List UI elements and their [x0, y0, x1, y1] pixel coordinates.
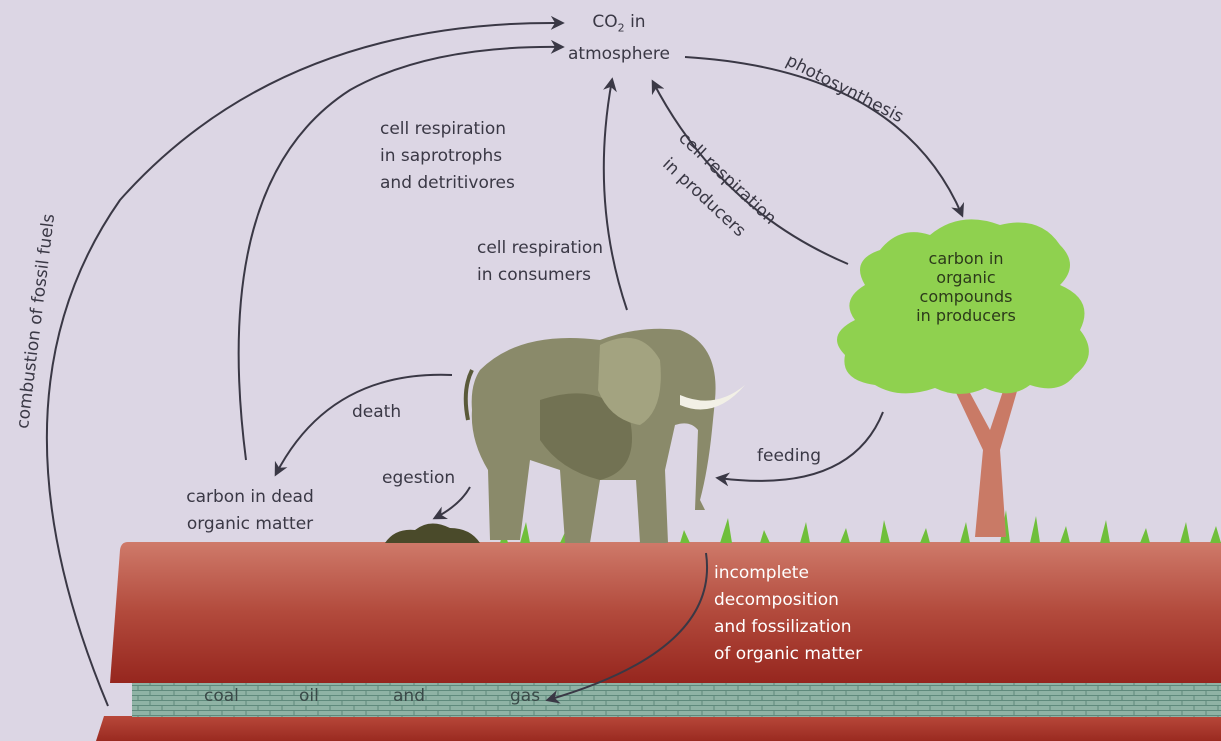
elephant-tail — [463, 369, 474, 421]
oil-label: oil — [299, 686, 319, 706]
egestion-arrow — [432, 486, 471, 520]
producers-line2: organic — [936, 268, 996, 287]
producers-line4: in producers — [916, 306, 1016, 325]
producer-respiration-arrow — [651, 79, 849, 265]
photosynthesis-arrow — [684, 56, 965, 218]
elephant-illustration — [463, 328, 745, 543]
feeding-arrow — [715, 411, 884, 487]
fossilization-line3: and fossilization — [714, 617, 852, 637]
consumer-respiration-line1: cell respiration — [477, 238, 604, 258]
producers-line3: compounds — [919, 287, 1013, 306]
tree-trunk — [950, 370, 1022, 537]
elephant-tusk — [680, 385, 745, 410]
producers-carbon-label: carbon in organic compounds in producers — [896, 249, 1036, 325]
saprotroph-respiration-line3: and detritivores — [380, 173, 515, 193]
co2-subscript: 2 — [617, 21, 625, 35]
fossilization-line4: of organic matter — [714, 644, 863, 664]
saprotroph-respiration-line1: cell respiration — [380, 119, 507, 139]
soil-layer — [110, 542, 1221, 683]
grass — [500, 510, 1221, 543]
tree-foliage — [837, 219, 1089, 394]
fossilization-line2: decomposition — [714, 590, 839, 610]
fossilization-arrow — [545, 552, 709, 704]
saprotroph-respiration-line2: in saprotrophs — [380, 146, 503, 166]
fossil-fuel-layer — [132, 683, 1221, 717]
atmosphere-word: atmosphere — [568, 44, 670, 65]
and-label: and — [393, 686, 425, 706]
cycle-arrows — [45, 15, 965, 707]
producers-line1: carbon in — [928, 249, 1004, 268]
bottom-soil-layer — [96, 716, 1221, 741]
co2-suffix: in — [624, 12, 646, 32]
dead-matter-line2: organic matter — [186, 514, 314, 534]
elephant-shading — [540, 393, 632, 480]
co2-prefix: CO — [592, 12, 618, 32]
combustion-arrow — [45, 15, 565, 707]
elephant-ear — [598, 337, 661, 425]
consumer-respiration-line2: in consumers — [477, 265, 591, 285]
gas-label: gas — [510, 686, 541, 706]
tree-illustration — [837, 219, 1089, 537]
feeding-label: feeding — [757, 446, 821, 466]
egestion-label: egestion — [382, 468, 456, 488]
death-label: death — [352, 402, 402, 422]
dead-matter-line1: carbon in dead — [186, 487, 314, 507]
coal-label: coal — [204, 686, 239, 706]
fossilization-line1: incomplete — [714, 563, 809, 583]
consumer-respiration-arrow — [602, 77, 628, 311]
dung-pile — [385, 523, 480, 543]
atmosphere-label: CO2 in atmosphere — [566, 9, 672, 68]
saprotroph-respiration-arrow — [237, 39, 565, 461]
death-arrow — [274, 373, 453, 477]
